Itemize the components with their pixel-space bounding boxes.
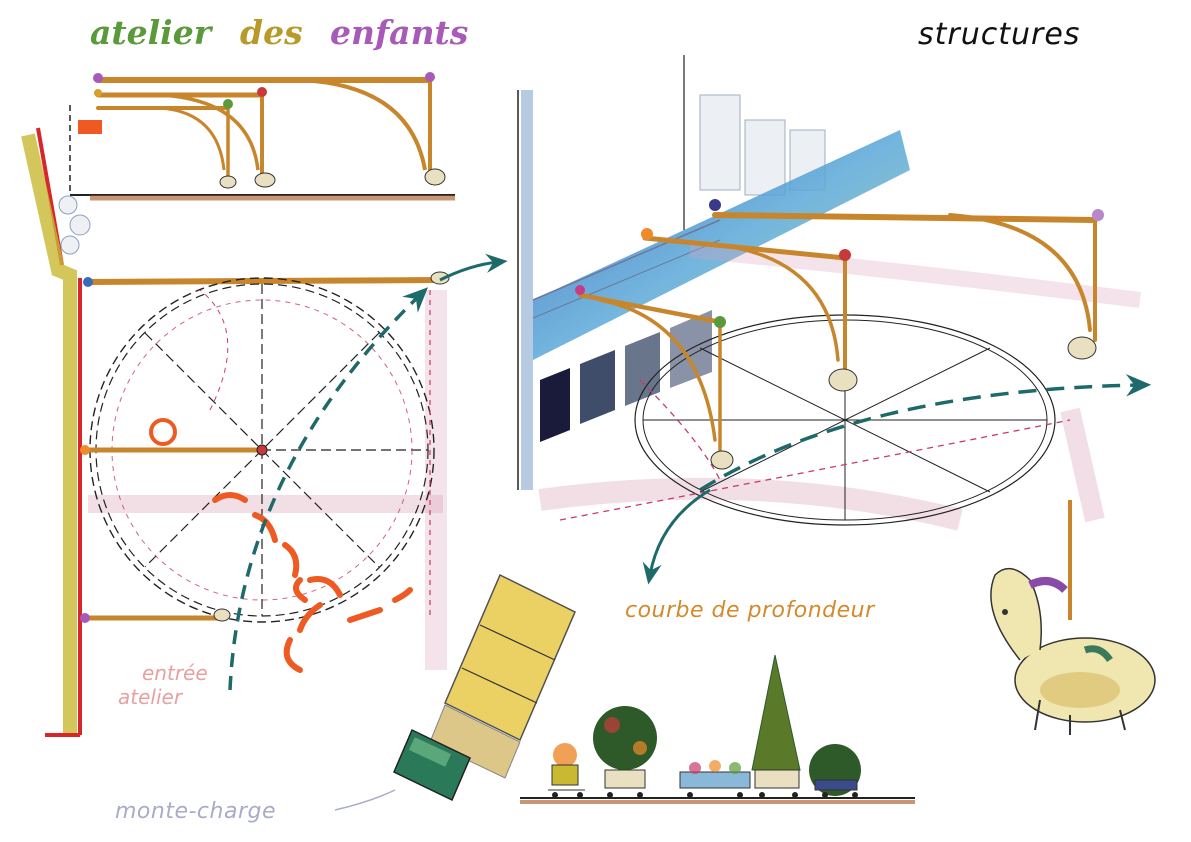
teal-arrow [699, 374, 1152, 492]
balloon-icon [425, 72, 435, 82]
carousel-animal-icon [219, 168, 446, 189]
label-structures: structures [918, 17, 1080, 52]
balloon-icon [223, 99, 233, 109]
title-word-atelier: atelier [90, 13, 214, 52]
plan-view: entrée atelier [80, 253, 508, 709]
balloon-icon [80, 445, 90, 455]
plan-arm-top [85, 277, 443, 285]
balloon-icon [709, 199, 721, 211]
floor-shade [538, 477, 963, 531]
perspective-wall-face [521, 90, 533, 490]
floor-shade [1060, 407, 1105, 523]
wall-block [78, 120, 102, 134]
page-title: atelier des enfants [90, 13, 468, 52]
balloon-icon [83, 277, 93, 287]
balloon-icon [94, 89, 102, 97]
label-entree-line2: atelier [118, 685, 184, 709]
balloon-icon [714, 316, 726, 328]
rocking-horse-icon [990, 500, 1156, 735]
elevation-drawing [69, 72, 455, 201]
elevation-curve-left [159, 106, 226, 171]
label-entree-line1: entrée [142, 661, 208, 685]
left-wall [21, 127, 91, 737]
potted-plant-icon [679, 760, 751, 789]
orange-walk-path [212, 492, 413, 673]
background-buildings [699, 94, 826, 196]
title-word-des: des [240, 13, 303, 52]
teal-arrow [228, 287, 429, 691]
label-monte-charge: monte-charge [115, 799, 276, 824]
balloon-icon [1092, 209, 1104, 221]
label-courbe-de-profondeur: courbe de profondeur [625, 598, 876, 623]
perspective-arms [577, 212, 1098, 452]
balloon-icon [80, 613, 90, 623]
balloon-icon [257, 87, 267, 97]
planter-carts [520, 654, 915, 804]
balloon-icon [839, 249, 851, 261]
floor-shade [689, 242, 1141, 308]
potted-plant-icon [548, 743, 585, 791]
floor-band [88, 495, 443, 513]
rotation-path [199, 289, 229, 411]
elevation-curve-right [299, 78, 427, 171]
title-word-enfants: enfants [330, 13, 468, 52]
carousel-animal-icon [710, 336, 1097, 470]
carousel-animal-icon [213, 608, 231, 622]
balloon-icon [575, 285, 585, 295]
teal-arrow-head [439, 253, 508, 282]
perspective-view: courbe de profondeur [517, 55, 1152, 623]
potted-plant-icon [593, 706, 657, 789]
potted-plant-icon [751, 654, 801, 789]
balloon-icon [256, 444, 268, 456]
cart-wheels [552, 792, 858, 798]
carousel-animal-icon [430, 271, 450, 285]
floor-band [425, 290, 447, 670]
balloon-icon [93, 73, 103, 83]
railing-top [532, 219, 721, 301]
potted-plant-icon [809, 744, 861, 796]
railing-bottom [532, 239, 721, 319]
balloon-icon [641, 228, 653, 240]
truck-icon [393, 573, 576, 802]
cloud-foliage [58, 195, 91, 255]
teal-arrow-head [642, 488, 711, 585]
monte-pointer [334, 789, 396, 811]
orange-ring [149, 418, 177, 446]
